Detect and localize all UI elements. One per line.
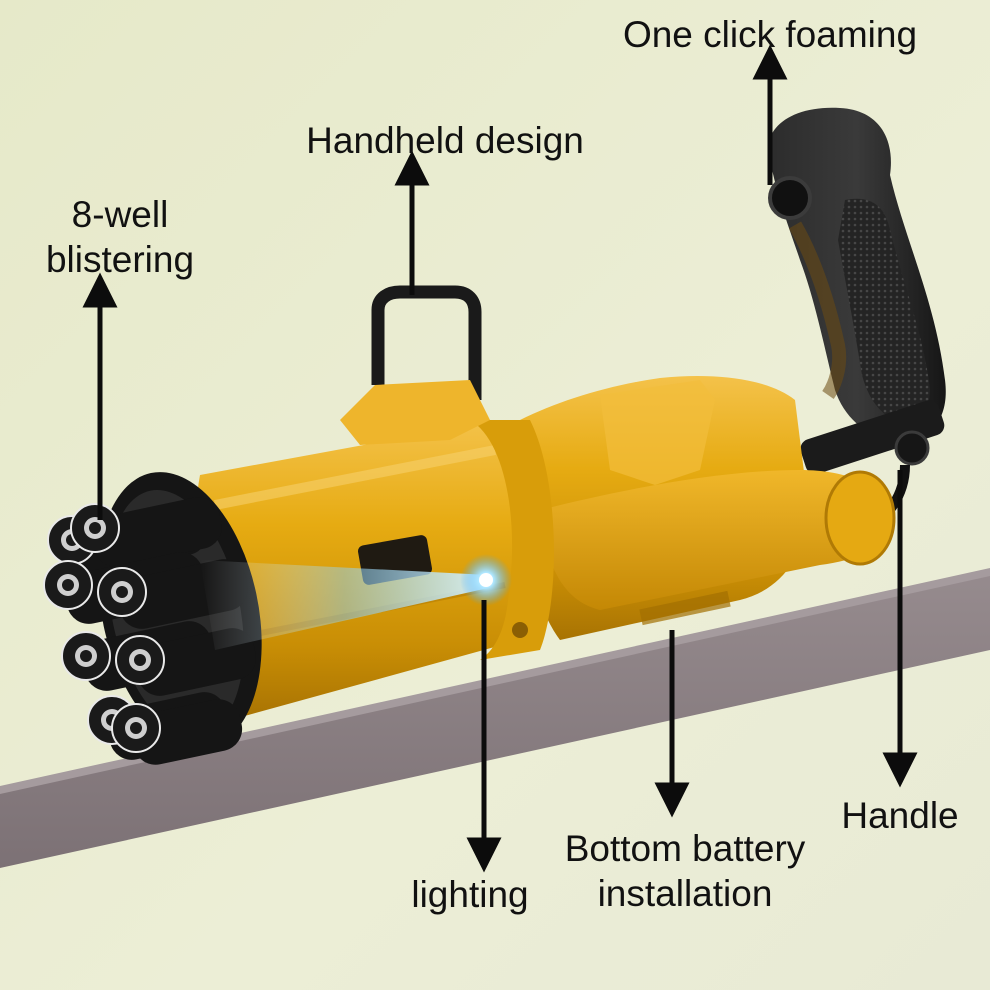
callout-text: Handheld design [306,120,584,161]
callout-text: blistering [45,239,195,281]
callout-handle: Handle [810,793,990,838]
callout-text: Bottom battery [564,828,806,869]
callout-text: One click foaming [622,14,918,55]
body-rear [519,376,896,640]
callout-text: 8-well [71,194,169,235]
callout-text: lighting [411,874,529,915]
carry-handle [340,285,490,445]
surface-ledge-edge [0,568,990,794]
callout-eight-well-blistering: 8-well blistering [20,192,220,282]
callout-text: installation [597,873,773,915]
handle [768,107,946,516]
callout-lighting: lighting [380,872,560,917]
led-light [200,554,512,650]
callout-bottom-battery: Bottom battery installation [530,826,840,916]
callout-handheld-design: Handheld design [270,118,620,163]
callout-text: Handle [841,795,959,836]
callout-one-click-foaming: One click foaming [560,12,980,57]
callout-arrows [82,44,918,873]
surface-ledge [0,572,990,868]
